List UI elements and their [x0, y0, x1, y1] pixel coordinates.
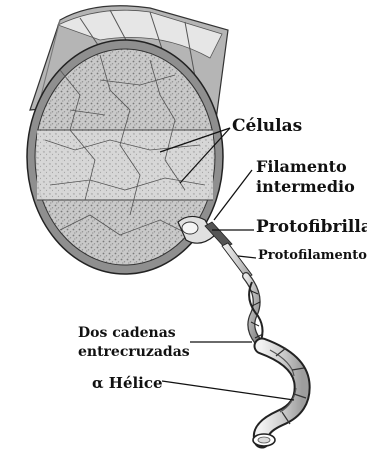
label-alpha-helix: α Hélice — [92, 374, 163, 392]
label-intermediate-filament-line2: intermedio — [256, 177, 355, 197]
label-two-chains: Dos cadenas entrecruzadas — [78, 324, 190, 362]
label-two-chains-line2: entrecruzadas — [78, 343, 190, 362]
label-protofibril: Protofibrilla — [256, 217, 367, 237]
cell-layer-band — [37, 130, 213, 200]
label-intermediate-filament: Filamento intermedio — [256, 157, 355, 197]
alpha-helix-coil — [253, 346, 306, 446]
label-two-chains-line1: Dos cadenas — [78, 324, 190, 343]
label-cells: Células — [232, 116, 302, 136]
label-protofilament: Protofilamento — [258, 248, 367, 263]
label-intermediate-filament-line1: Filamento — [256, 157, 355, 177]
